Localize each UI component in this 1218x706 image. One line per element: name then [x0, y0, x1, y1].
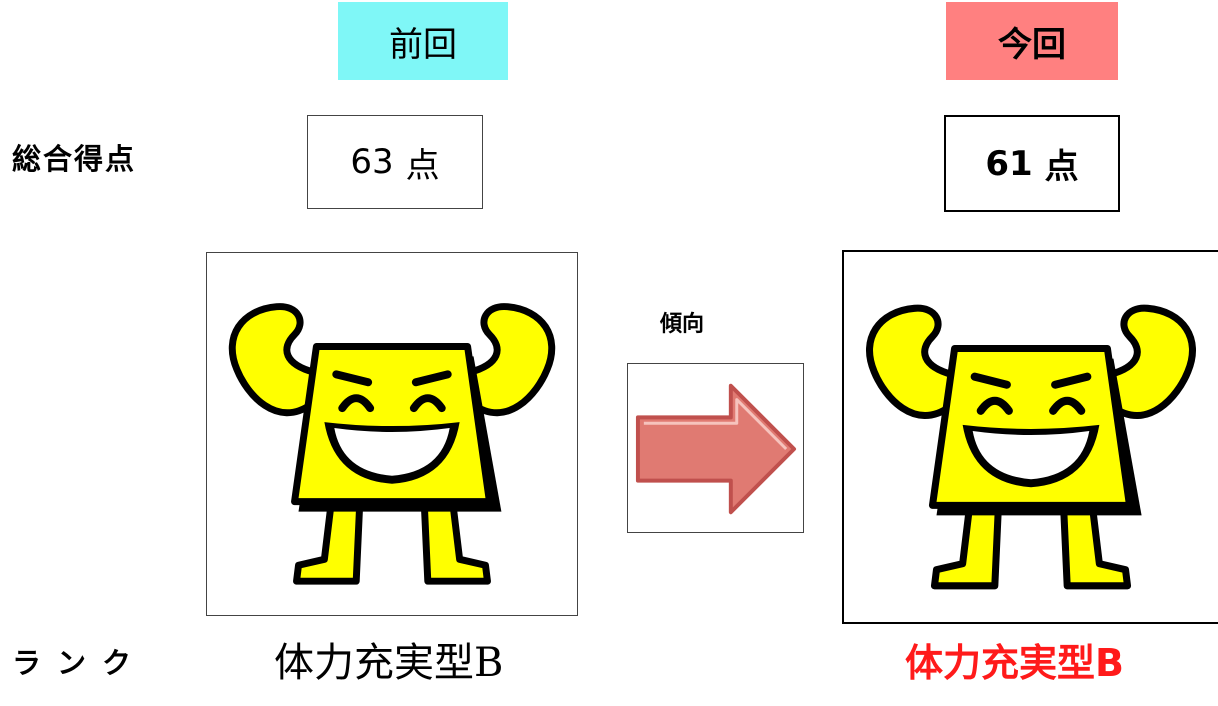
arrow-right-icon [635, 383, 797, 515]
total-score-label: 総合得点 [12, 142, 137, 176]
previous-score-value: 63 [350, 142, 394, 182]
trend-arrow-box [627, 363, 804, 533]
trend-label: 傾向 [660, 312, 705, 337]
current-character-box [842, 250, 1218, 624]
current-score-value: 61 [985, 143, 1033, 184]
current-rank-value: 体力充実型B [905, 641, 1124, 685]
rank-label: ランク [12, 646, 148, 680]
muscle-flexing-character-icon [866, 304, 1196, 590]
previous-header: 前回 [338, 2, 508, 80]
previous-score-unit: 点 [405, 145, 440, 186]
muscle-flexing-character-icon [228, 303, 556, 585]
previous-character-box [206, 252, 578, 616]
previous-score-box: 63 点 [307, 115, 483, 209]
current-score-box: 61 点 [944, 115, 1120, 212]
current-score-unit: 点 [1044, 147, 1079, 187]
current-header-label: 今回 [998, 24, 1066, 65]
previous-rank-value: 体力充実型B [274, 640, 504, 686]
current-header: 今回 [946, 2, 1118, 80]
previous-header-label: 前回 [389, 24, 457, 65]
